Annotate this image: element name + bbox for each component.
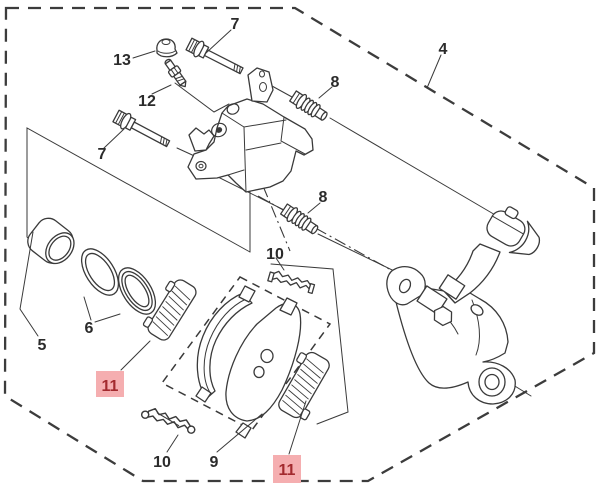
callout-12[interactable]: 12	[138, 93, 156, 110]
brake-pad-right	[225, 297, 302, 439]
pad-spring-clip-10-top	[267, 270, 316, 295]
callout-leader-lines	[19, 29, 442, 455]
bracket-pin-boss	[486, 206, 541, 256]
callout-8-lower[interactable]: 8	[319, 189, 328, 206]
callout-10-bottom[interactable]: 10	[153, 454, 171, 471]
callout-7-left[interactable]: 7	[98, 146, 107, 163]
pad-shim-11-left	[142, 279, 197, 341]
bleed-screw-12	[164, 58, 187, 88]
bleed-port-boss	[226, 103, 240, 115]
callout-11-right[interactable]: 11	[279, 462, 296, 479]
pad-pin-bolt-7-top	[185, 37, 244, 75]
callout-8-upper[interactable]: 8	[331, 74, 340, 91]
brake-pad-kit-dashed-box	[160, 276, 332, 431]
pad-pin-bolt-7-left	[112, 109, 171, 148]
caliper-clevis-arm	[188, 127, 215, 152]
caliper-bracket	[386, 206, 541, 405]
callout-labels: 7 13 12 7 4 8 8 10 5 6 11 10 9 11	[38, 16, 448, 483]
bleed-screw-cap-13	[156, 38, 178, 58]
callout-9[interactable]: 9	[210, 454, 219, 471]
callout-5[interactable]: 5	[38, 337, 47, 354]
callout-6[interactable]: 6	[85, 320, 94, 337]
caliper-body	[187, 67, 314, 193]
mount-bolt-8-lower	[279, 203, 319, 235]
pad-spring-clip-10-bottom	[140, 407, 196, 434]
caliper-piston-5	[27, 217, 75, 265]
caliper-upper-lug	[247, 67, 274, 103]
shim-panel-boundary	[270, 263, 349, 425]
callout-11-left[interactable]: 11	[102, 378, 119, 395]
brake-pad-left	[195, 285, 256, 403]
callout-4[interactable]: 4	[439, 41, 448, 58]
callout-11-left-highlight[interactable]	[96, 371, 124, 397]
callout-7-top[interactable]: 7	[231, 16, 240, 33]
mount-bolt-8-upper	[289, 90, 328, 121]
callout-10-top[interactable]: 10	[266, 246, 284, 263]
callout-13[interactable]: 13	[113, 52, 131, 69]
callout-11-right-highlight[interactable]	[273, 455, 301, 483]
piston-seals-6	[80, 248, 157, 315]
assembly-dashed-border	[3, 6, 596, 483]
